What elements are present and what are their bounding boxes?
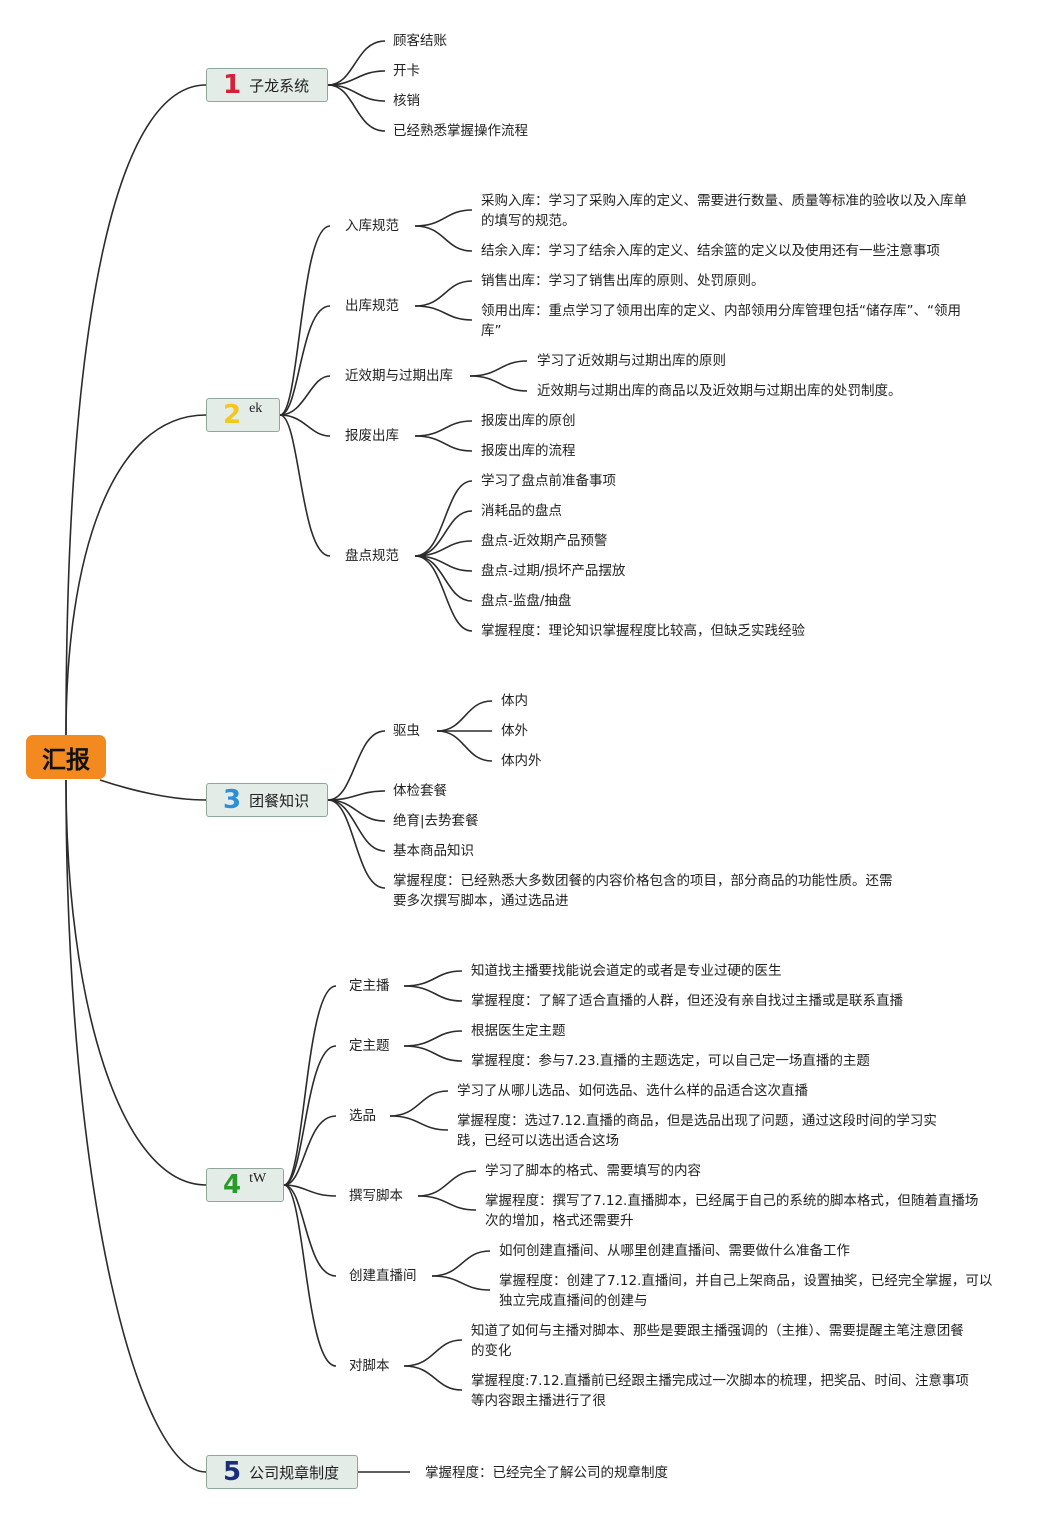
- b4-s2-item-2[interactable]: 掌握程度：参与7.23.直播的主题选定，可以自己定一场直播的主题: [471, 1053, 870, 1069]
- topic-5[interactable]: 5 公司规章制度: [206, 1455, 358, 1489]
- b1-item-3[interactable]: 核销: [393, 93, 420, 109]
- b3-item-1[interactable]: 体检套餐: [393, 783, 447, 799]
- topic-3[interactable]: 3 团餐知识: [206, 783, 328, 817]
- b2-s5-item-1[interactable]: 学习了盘点前准备事项: [481, 473, 616, 489]
- b2-sub-1[interactable]: 入库规范: [345, 218, 399, 234]
- b4-s4-item-2[interactable]: 掌握程度：撰写了7.12.直播脚本，已经属于自己的系统的脚本格式，但随着直播场次…: [485, 1193, 979, 1229]
- b3-s1-item-1[interactable]: 体内: [501, 693, 528, 709]
- topic-3-label: 团餐知识: [249, 791, 310, 810]
- number-3-icon: 3: [223, 785, 242, 815]
- b2-s2-item-2[interactable]: 领用出库：重点学习了领用出库的定义、内部领用分库管理包括“储存库”、“领用库”: [481, 303, 961, 339]
- topic-2[interactable]: 2 ek: [206, 398, 280, 432]
- b4-s5-item-2[interactable]: 掌握程度：创建了7.12.直播间，并自己上架商品，设置抽奖，已经完全掌握，可以独…: [499, 1273, 993, 1309]
- b4-s3-item-2[interactable]: 掌握程度：选过7.12.直播的商品，但是选品出现了问题，通过这段时间的学习实践，…: [457, 1113, 937, 1149]
- b3-item-2[interactable]: 绝育|去势套餐: [393, 813, 479, 829]
- b4-sub-4[interactable]: 撰写脚本: [349, 1188, 403, 1204]
- b2-s5-item-6[interactable]: 掌握程度：理论知识掌握程度比较高，但缺乏实践经验: [481, 623, 805, 639]
- b2-s3-item-2[interactable]: 近效期与过期出库的商品以及近效期与过期出库的处罚制度。: [537, 383, 902, 399]
- b3-item-3[interactable]: 基本商品知识: [393, 843, 474, 859]
- b3-sub-1[interactable]: 驱虫: [393, 723, 420, 739]
- topic-4-label: tW: [249, 1171, 267, 1186]
- number-5-icon: 5: [223, 1457, 242, 1487]
- b2-sub-2[interactable]: 出库规范: [345, 298, 399, 314]
- topic-5-label: 公司规章制度: [249, 1463, 340, 1482]
- b2-s5-item-2[interactable]: 消耗品的盘点: [481, 503, 562, 519]
- b4-s3-item-1[interactable]: 学习了从哪儿选品、如何选品、选什么样的品适合这次直播: [457, 1083, 808, 1099]
- topic-4[interactable]: 4 tW: [206, 1168, 284, 1202]
- root-node[interactable]: 汇报: [26, 735, 106, 779]
- topic-2-label: ek: [249, 401, 263, 416]
- b2-s3-item-1[interactable]: 学习了近效期与过期出库的原则: [537, 353, 726, 369]
- b4-s1-item-2[interactable]: 掌握程度：了解了适合直播的人群，但还没有亲自找过主播或是联系直播: [471, 993, 903, 1009]
- b4-sub-3[interactable]: 选品: [349, 1108, 376, 1124]
- number-2-icon: 2: [223, 400, 242, 430]
- b4-sub-5[interactable]: 创建直播间: [349, 1268, 417, 1284]
- b2-sub-5[interactable]: 盘点规范: [345, 548, 399, 564]
- b1-item-2[interactable]: 开卡: [393, 63, 420, 79]
- topic-1[interactable]: 1 子龙系统: [206, 68, 328, 102]
- b2-sub-3[interactable]: 近效期与过期出库: [345, 368, 453, 384]
- b4-sub-1[interactable]: 定主播: [349, 978, 390, 994]
- b4-sub-6[interactable]: 对脚本: [349, 1358, 390, 1374]
- b1-item-1[interactable]: 顾客结账: [393, 33, 447, 49]
- b3-s1-item-2[interactable]: 体外: [501, 723, 528, 739]
- b4-s1-item-1[interactable]: 知道找主播要找能说会道定的或者是专业过硬的医生: [471, 963, 782, 979]
- topic-1-label: 子龙系统: [249, 76, 310, 95]
- b4-s4-item-1[interactable]: 学习了脚本的格式、需要填写的内容: [485, 1163, 701, 1179]
- b4-s5-item-1[interactable]: 如何创建直播间、从哪里创建直播间、需要做什么准备工作: [499, 1243, 850, 1259]
- b2-s5-item-4[interactable]: 盘点-过期/损坏产品摆放: [481, 563, 626, 579]
- b2-s1-item-1[interactable]: 采购入库：学习了采购入库的定义、需要进行数量、质量等标准的验收以及入库单的填写的…: [481, 193, 967, 229]
- b1-item-4[interactable]: 已经熟悉掌握操作流程: [393, 123, 528, 139]
- number-1-icon: 1: [223, 70, 242, 100]
- number-4-icon: 4: [223, 1170, 242, 1200]
- b2-s5-item-3[interactable]: 盘点-近效期产品预警: [481, 533, 608, 549]
- b2-s2-item-1[interactable]: 销售出库：学习了销售出库的原则、处罚原则。: [481, 273, 765, 289]
- b4-s2-item-1[interactable]: 根据医生定主题: [471, 1023, 566, 1039]
- b2-s1-item-2[interactable]: 结余入库：学习了结余入库的定义、结余篮的定义以及使用还有一些注意事项: [481, 243, 940, 259]
- b2-s5-item-5[interactable]: 盘点-监盘/抽盘: [481, 593, 572, 609]
- b2-sub-4[interactable]: 报废出库: [345, 428, 399, 444]
- b4-s6-item-1[interactable]: 知道了如何与主播对脚本、那些是要跟主播强调的（主推）、需要提醒主笔注意团餐的变化: [471, 1323, 964, 1359]
- b2-s4-item-2[interactable]: 报废出库的流程: [481, 443, 576, 459]
- b2-s4-item-1[interactable]: 报废出库的原创: [481, 413, 576, 429]
- b5-item-1[interactable]: 掌握程度：已经完全了解公司的规章制度: [425, 1465, 668, 1481]
- b4-sub-2[interactable]: 定主题: [349, 1038, 390, 1054]
- b3-item-4[interactable]: 掌握程度：已经熟悉大多数团餐的内容价格包含的项目，部分商品的功能性质。还需要多次…: [393, 873, 893, 909]
- b4-s6-item-2[interactable]: 掌握程度:7.12.直播前已经跟主播完成过一次脚本的梳理，把奖品、时间、注意事项…: [471, 1373, 969, 1409]
- b3-s1-item-3[interactable]: 体内外: [501, 753, 542, 769]
